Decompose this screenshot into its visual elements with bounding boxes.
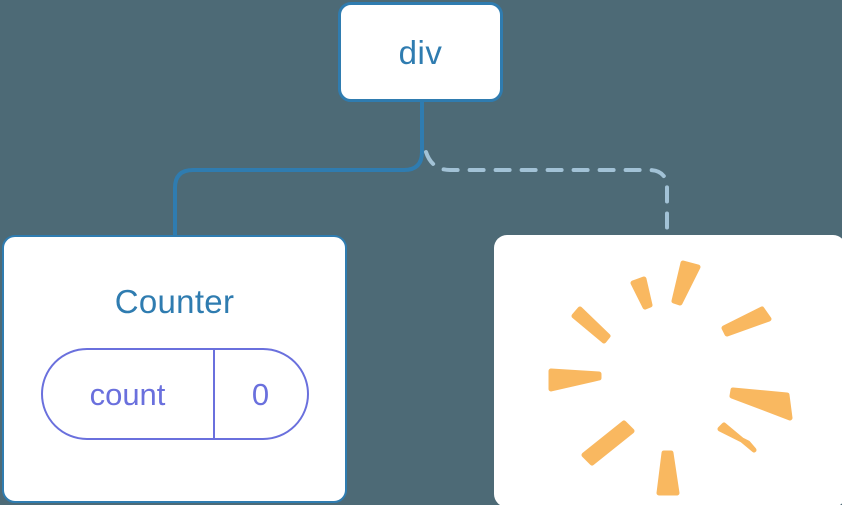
edge-div-to-burst <box>424 150 669 239</box>
edge-div-to-counter <box>173 100 424 239</box>
node-div[interactable]: div <box>338 2 503 102</box>
burst-ray <box>548 368 602 392</box>
node-div-label: div <box>398 33 443 71</box>
prop-badge-count[interactable]: count 0 <box>40 348 309 440</box>
burst-ray <box>630 276 653 310</box>
burst-ray <box>717 422 757 453</box>
burst-ray <box>581 420 635 466</box>
burst-icon <box>548 260 793 496</box>
node-counter[interactable]: Counter count 0 <box>2 235 347 503</box>
burst-ray <box>721 306 772 337</box>
node-burst[interactable] <box>494 235 842 505</box>
prop-key-label: count <box>89 376 166 412</box>
prop-value-label: 0 <box>212 350 307 438</box>
burst-ray <box>656 450 680 496</box>
burst-ray <box>671 260 701 306</box>
node-counter-title: Counter <box>114 283 235 320</box>
burst-ray <box>571 306 611 344</box>
burst-ray <box>729 387 793 421</box>
